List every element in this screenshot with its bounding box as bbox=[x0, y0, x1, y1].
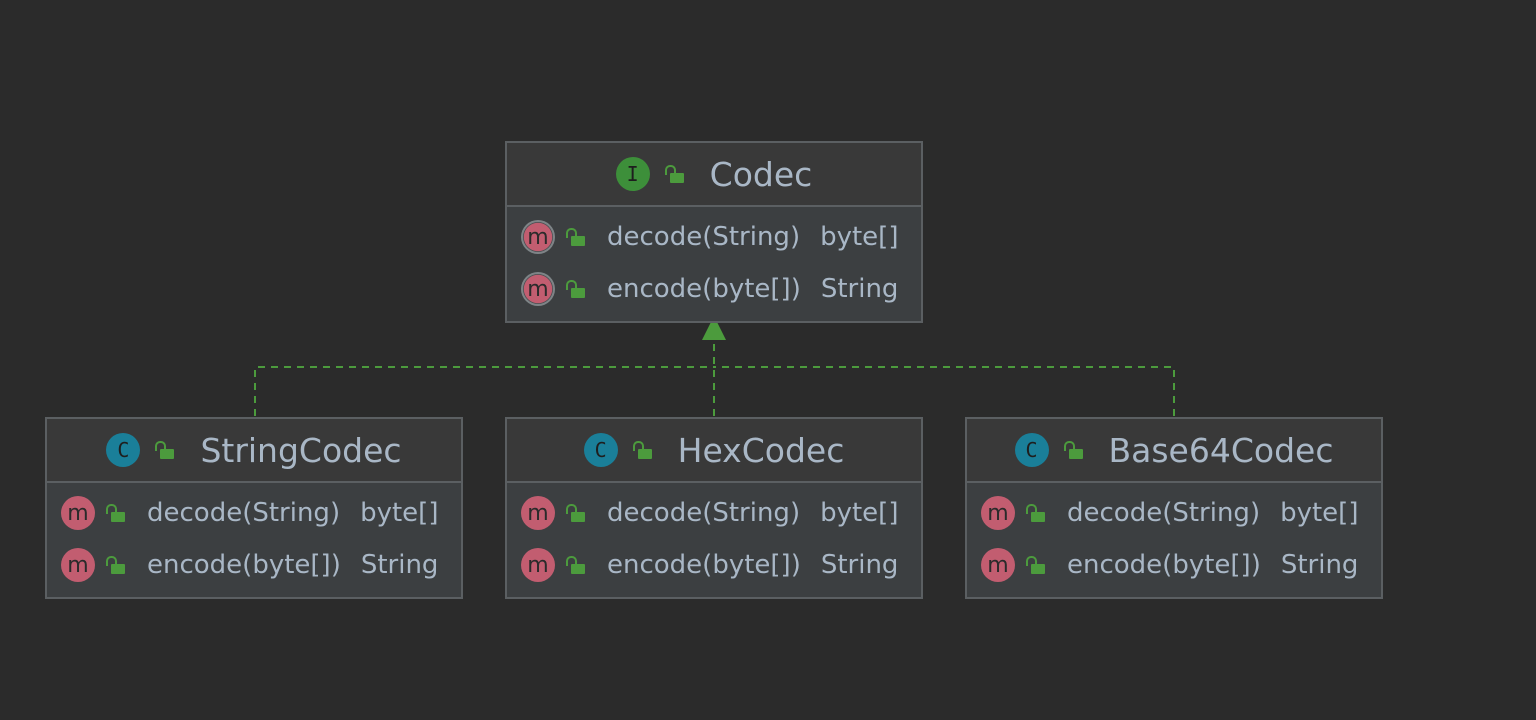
public-lock-icon bbox=[566, 228, 585, 246]
abstract-method-icon: m bbox=[521, 220, 555, 254]
node-codec[interactable]: I Codec m decode(String) byte[] m encode… bbox=[505, 141, 923, 323]
member-return-type: String bbox=[820, 274, 899, 304]
node-codec-title: Codec bbox=[709, 154, 813, 194]
node-base64codec[interactable]: C Base64Codec m decode(String) byte[] m … bbox=[965, 417, 1383, 599]
member-return-type: String bbox=[360, 550, 439, 580]
node-hexcodec-title: HexCodec bbox=[677, 430, 845, 470]
node-hexcodec-header: C HexCodec bbox=[507, 419, 921, 483]
member-row[interactable]: m decode(String) byte[] bbox=[507, 487, 921, 539]
member-signature: encode(byte[]) bbox=[607, 274, 801, 304]
node-base64codec-header: C Base64Codec bbox=[967, 419, 1381, 483]
method-icon: m bbox=[61, 548, 95, 582]
node-hexcodec[interactable]: C HexCodec m decode(String) byte[] m enc… bbox=[505, 417, 923, 599]
edge-stringcodec-to-codec bbox=[254, 366, 714, 416]
node-codec-header: I Codec bbox=[507, 143, 921, 207]
node-base64codec-title: Base64Codec bbox=[1108, 430, 1334, 470]
member-return-type: byte[] bbox=[820, 222, 899, 252]
member-return-type: byte[] bbox=[360, 498, 439, 528]
public-lock-icon bbox=[566, 280, 585, 298]
class-badge-icon: C bbox=[106, 433, 141, 467]
class-badge-icon: C bbox=[1014, 433, 1049, 467]
member-signature: decode(String) bbox=[607, 222, 801, 252]
public-lock-icon bbox=[1063, 441, 1083, 459]
member-return-type: String bbox=[1280, 550, 1359, 580]
member-row[interactable]: m encode(byte[]) String bbox=[507, 263, 921, 315]
method-icon: m bbox=[521, 496, 555, 530]
member-row[interactable]: m encode(byte[]) String bbox=[47, 539, 461, 591]
member-row[interactable]: m encode(byte[]) String bbox=[967, 539, 1381, 591]
node-stringcodec-header: C StringCodec bbox=[47, 419, 461, 483]
class-badge-icon: C bbox=[583, 433, 618, 467]
method-icon: m bbox=[521, 548, 555, 582]
public-lock-icon bbox=[664, 165, 684, 183]
member-return-type: String bbox=[820, 550, 899, 580]
method-icon: m bbox=[981, 548, 1015, 582]
interface-badge-icon: I bbox=[615, 157, 650, 191]
node-stringcodec-members: m decode(String) byte[] m encode(byte[])… bbox=[47, 483, 461, 597]
method-icon: m bbox=[61, 496, 95, 530]
edge-base64codec-to-codec bbox=[714, 366, 1175, 416]
member-signature: encode(byte[]) bbox=[147, 550, 341, 580]
node-stringcodec-title: StringCodec bbox=[200, 430, 402, 470]
public-lock-icon bbox=[155, 441, 175, 459]
member-return-type: byte[] bbox=[820, 498, 899, 528]
public-lock-icon bbox=[566, 556, 585, 574]
member-row[interactable]: m decode(String) byte[] bbox=[967, 487, 1381, 539]
node-stringcodec[interactable]: C StringCodec m decode(String) byte[] m … bbox=[45, 417, 463, 599]
public-lock-icon bbox=[106, 556, 125, 574]
member-signature: decode(String) bbox=[147, 498, 341, 528]
implements-arrowhead bbox=[702, 316, 726, 340]
abstract-method-icon: m bbox=[521, 272, 555, 306]
node-base64codec-members: m decode(String) byte[] m encode(byte[])… bbox=[967, 483, 1381, 597]
member-return-type: byte[] bbox=[1280, 498, 1359, 528]
public-lock-icon bbox=[632, 441, 652, 459]
member-row[interactable]: m encode(byte[]) String bbox=[507, 539, 921, 591]
member-row[interactable]: m decode(String) byte[] bbox=[507, 211, 921, 263]
public-lock-icon bbox=[106, 504, 125, 522]
member-row[interactable]: m decode(String) byte[] bbox=[47, 487, 461, 539]
member-signature: encode(byte[]) bbox=[607, 550, 801, 580]
member-signature: encode(byte[]) bbox=[1067, 550, 1261, 580]
node-hexcodec-members: m decode(String) byte[] m encode(byte[])… bbox=[507, 483, 921, 597]
member-signature: decode(String) bbox=[607, 498, 801, 528]
node-codec-members: m decode(String) byte[] m encode(byte[])… bbox=[507, 207, 921, 321]
member-signature: decode(String) bbox=[1067, 498, 1261, 528]
public-lock-icon bbox=[1026, 556, 1045, 574]
method-icon: m bbox=[981, 496, 1015, 530]
public-lock-icon bbox=[566, 504, 585, 522]
public-lock-icon bbox=[1026, 504, 1045, 522]
